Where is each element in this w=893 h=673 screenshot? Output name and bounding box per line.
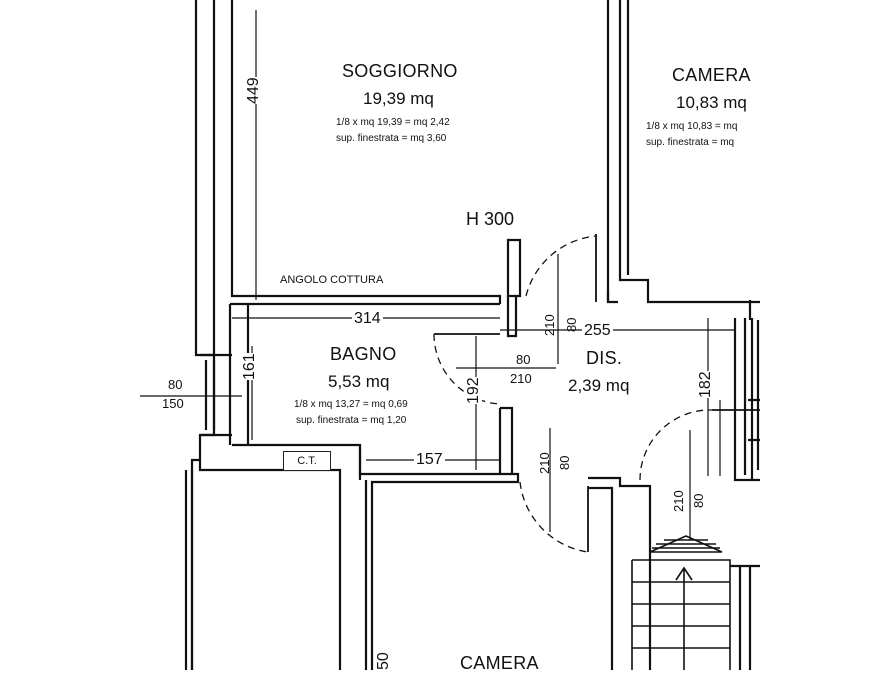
room-ratio-camera-top: 1/8 x mq 10,83 = mq bbox=[646, 121, 738, 132]
door-arc-dis bbox=[519, 481, 589, 553]
door-dis-width: 80 bbox=[557, 455, 572, 470]
wall-right-stub bbox=[748, 300, 760, 470]
wall-stub-h300-b bbox=[506, 296, 518, 338]
door-arc-bagno bbox=[433, 333, 501, 405]
door-arc-kitchen bbox=[525, 235, 597, 297]
door-arc-camera bbox=[639, 409, 713, 481]
room-area-camera-top: 10,83 mq bbox=[676, 93, 747, 112]
wall-bagno-bottom bbox=[232, 443, 520, 670]
wall-camera-left-b bbox=[606, 0, 630, 302]
wall-dis-bottom bbox=[588, 476, 652, 670]
wall-right-mid bbox=[748, 398, 760, 442]
ct-box: C.T. bbox=[283, 451, 331, 471]
wall-left-lower bbox=[184, 460, 342, 670]
room-name-camera-top: CAMERA bbox=[672, 65, 751, 85]
dim-449: 449 bbox=[245, 77, 262, 104]
room-ratio-bagno: 1/8 x mq 13,27 = mq 0,69 bbox=[294, 399, 408, 410]
ct-label: C.T. bbox=[297, 455, 317, 467]
wall-bagno-left-thick bbox=[358, 448, 368, 670]
room-name-camera-bottom: CAMERA bbox=[460, 653, 539, 673]
door-dis-height: 210 bbox=[537, 452, 552, 474]
room-ratio-soggiorno: 1/8 x mq 19,39 = mq 2,42 bbox=[336, 117, 450, 128]
wall-bagno-right bbox=[498, 406, 514, 474]
dim-161: 161 bbox=[241, 353, 258, 380]
stair-outline bbox=[631, 559, 731, 670]
door-kitchen-height: 210 bbox=[542, 314, 557, 336]
door-kitchen-width: 80 bbox=[564, 317, 579, 332]
dim-314: 314 bbox=[352, 310, 383, 327]
room-name-bagno: BAGNO bbox=[330, 344, 397, 364]
wall-stub-h300 bbox=[506, 238, 522, 298]
window-width: 80 bbox=[168, 377, 183, 392]
dim-182: 182 bbox=[697, 371, 714, 398]
window-height: 150 bbox=[162, 396, 184, 411]
door-camera-height: 210 bbox=[671, 490, 686, 512]
wall-camera-left bbox=[618, 0, 760, 304]
wall-left-exterior bbox=[190, 0, 216, 670]
wall-soggiorno-right bbox=[606, 0, 618, 304]
room-window-bagno: sup. finestrata = mq 1,20 bbox=[296, 415, 407, 426]
room-area-dis: 2,39 mq bbox=[568, 376, 630, 395]
dim-157: 157 bbox=[414, 451, 445, 468]
door-camera-width: 80 bbox=[691, 493, 706, 508]
kitchen-label: ANGOLO COTTURA bbox=[280, 274, 384, 286]
room-name-dis: DIS. bbox=[586, 348, 623, 368]
wall-right-lower bbox=[730, 564, 760, 670]
dim-50: 50 bbox=[375, 652, 392, 670]
wall-left-window bbox=[200, 353, 232, 437]
stair-treads bbox=[632, 581, 730, 649]
door-bagno-height: 210 bbox=[510, 371, 532, 386]
stair-arrow-lines bbox=[652, 539, 720, 549]
stair-direction bbox=[675, 566, 693, 670]
room-window-soggiorno: sup. finestrata = mq 3,60 bbox=[336, 133, 447, 144]
room-area-soggiorno: 19,39 mq bbox=[363, 89, 434, 108]
room-window-camera-top: sup. finestrata = mq bbox=[646, 137, 735, 148]
room-name-soggiorno: SOGGIORNO bbox=[342, 61, 458, 81]
room-area-bagno: 5,53 mq bbox=[328, 372, 390, 391]
height-label: H 300 bbox=[466, 209, 515, 229]
door-bagno-width: 80 bbox=[516, 352, 531, 367]
dim-255: 255 bbox=[582, 322, 613, 339]
dim-192: 192 bbox=[465, 377, 482, 404]
wall-soggiorno-left bbox=[230, 0, 502, 304]
